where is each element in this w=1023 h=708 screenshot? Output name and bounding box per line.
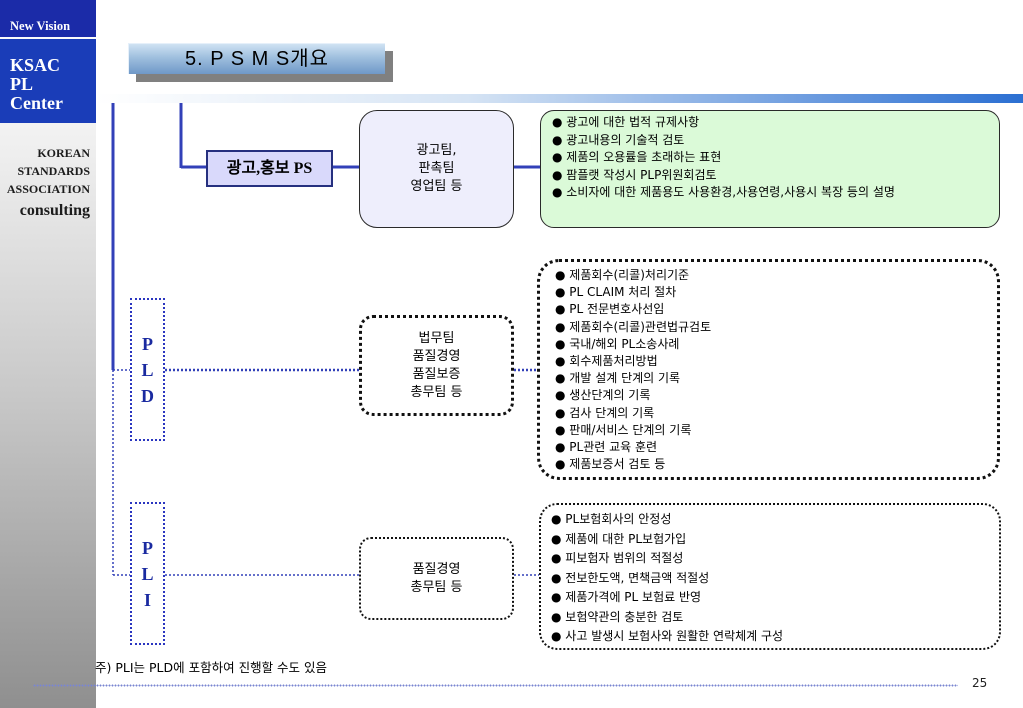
list-item: ● 광고에 대한 법적 규제사항 [552,115,700,129]
list-item: ● 회수제품처리방법 [555,354,658,369]
pld-letter: P [142,333,153,354]
list-item: ● 보험약관의 충분한 검토 [551,609,684,624]
list-item: ● 제품의 오용률을 초래하는 표현 [552,150,722,164]
team-line: 법무팀 [418,330,455,346]
pld-items-list: ● 제품회수(리콜)처리기준 ● PL CLAIM 처리 절차 ● PL 전문변… [537,259,1000,480]
pli-label: P L I [130,502,165,645]
pli-items-list: ● PL보험회사의 안정성 ● 제품에 대한 PL보험가입 ● 피보험자 범위의… [539,503,1001,650]
list-item: ● PL관련 교육 훈련 [555,440,658,455]
pli-teams-box: 품질경영 총무팀 등 [359,537,514,620]
page-title: 5. P S M S개요 [128,43,385,74]
list-item: ● 판매/서비스 단계의 기록 [555,422,692,437]
list-item: ● 사고 발생시 보험사와 원활한 연락체계 구성 [551,629,784,643]
list-item: ● 생산단계의 기록 [555,388,651,403]
pld-teams-box: 법무팀 품질경영 품질보증 총무팀 등 [359,315,514,416]
org-line: ASSOCIATION [6,182,90,196]
brand-line: Center [10,93,63,113]
page-number: 25 [972,676,988,690]
list-item: ● 전보한도액, 면책금액 적절성 [551,570,710,585]
advertising-teams-box: 광고팀, 판촉팀 영업팀 등 [359,110,514,228]
list-item: ● 팜플랫 작성시 PLP위원회검토 [552,167,717,182]
team-line: 총무팀 등 [410,384,463,400]
team-line: 광고팀, [416,143,457,158]
pld-letter: D [141,385,154,406]
header-banner [96,94,1023,103]
pli-letter: I [143,589,151,610]
team-line: 총무팀 등 [410,579,463,595]
footnote: 주) PLI는 PLD에 포함하여 진행할 수도 있음 [95,660,328,675]
list-item: ● 소비자에 대한 제품용도 사용환경,사용연령,사용시 복장 등의 설명 [552,185,895,199]
list-item: ● 제품에 대한 PL보험가입 [551,531,687,546]
org-line: STANDARDS [17,164,90,178]
list-item: ● 국내/해외 PL소송사례 [555,336,680,351]
list-item: ● 제품가격에 PL 보험료 반영 [551,590,702,604]
advertising-items-list: ● 광고에 대한 법적 규제사항 ● 광고내용의 기술적 검토 ● 제품의 오용… [540,110,1000,228]
sidebar-brand-name: KSAC PL Center [10,56,96,113]
list-item: ● PL CLAIM 처리 절차 [555,285,677,300]
list-item: ● PL보험회사의 안정성 [551,512,672,526]
pli-letter: P [142,537,153,558]
list-item: ● 개발 설계 단계의 기록 [555,371,681,386]
footer-dotted-rule [33,683,958,688]
brand-line: PL [10,74,34,94]
sidebar: New Vision KSAC PL Center KOREAN STANDAR… [0,0,96,708]
brand-line: KSAC [10,55,61,75]
list-item: ● 피보험자 범위의 적절성 [551,551,684,565]
org-line: consulting [19,202,90,219]
list-item: ● 제품보증서 검토 등 [555,457,666,472]
pld-label: P L D [130,298,165,441]
advertising-ps-label: 광고,홍보 PS [206,150,333,187]
list-item: ● 제품회수(리콜)처리기준 [555,268,690,282]
sidebar-brand-block [0,39,96,123]
team-line: 품질경영 [412,561,461,577]
pld-letter: L [141,359,154,380]
list-item: ● PL 전문변호사선임 [555,302,665,317]
list-item: ● 검사 단계의 기록 [555,405,655,420]
team-line: 영업팀 등 [410,179,463,194]
team-line: 품질보증 [412,366,461,382]
team-line: 판촉팀 [418,161,455,176]
team-line: 품질경영 [412,348,461,364]
list-item: ● 광고내용의 기술적 검토 [552,132,685,147]
pli-letter: L [141,563,154,584]
org-line: KOREAN [37,146,90,160]
sidebar-tag: New Vision [0,0,96,37]
list-item: ● 제품회수(리콜)관련법규검토 [555,319,712,334]
